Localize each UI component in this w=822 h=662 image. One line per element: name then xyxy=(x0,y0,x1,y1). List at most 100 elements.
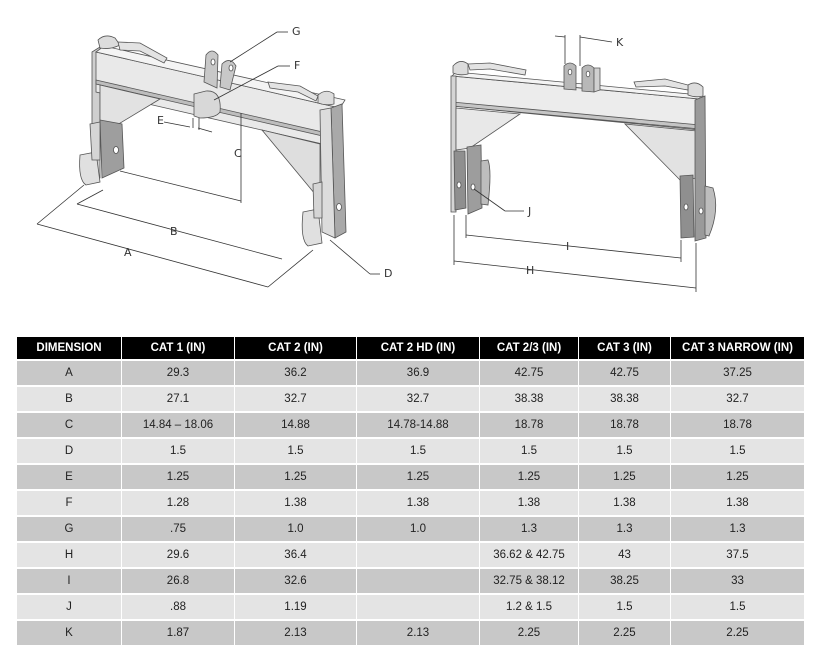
header-cat2: CAT 2 (IN) xyxy=(235,337,356,359)
table-row: E 1.25 1.25 1.25 1.25 1.25 1.25 xyxy=(17,465,804,489)
cell-value: 14.84 – 18.06 xyxy=(122,413,234,437)
header-cat1: CAT 1 (IN) xyxy=(122,337,234,359)
cell-dimension: K xyxy=(17,621,121,645)
cell-value: 1.0 xyxy=(235,517,356,541)
header-cat2-hd: CAT 2 HD (IN) xyxy=(357,337,479,359)
cell-value: 1.0 xyxy=(357,517,479,541)
cell-value: 1.5 xyxy=(579,439,670,463)
cell-value: 1.25 xyxy=(480,465,578,489)
dimension-label-g: G xyxy=(292,25,301,38)
cell-value: 37.5 xyxy=(671,543,804,567)
cell-value: 32.7 xyxy=(671,387,804,411)
header-dimension: DIMENSION xyxy=(17,337,121,359)
cell-value: 1.25 xyxy=(579,465,670,489)
cell-value: 2.25 xyxy=(671,621,804,645)
dimension-label-j: J xyxy=(527,205,531,218)
cell-value: 1.3 xyxy=(579,517,670,541)
cell-dimension: G xyxy=(17,517,121,541)
header-cat2-3: CAT 2/3 (IN) xyxy=(480,337,578,359)
table-row: B 27.1 32.7 32.7 38.38 38.38 32.7 xyxy=(17,387,804,411)
table-row: K 1.87 2.13 2.13 2.25 2.25 2.25 xyxy=(17,621,804,645)
cell-value: 1.25 xyxy=(235,465,356,489)
cell-value: 1.87 xyxy=(122,621,234,645)
cell-value: 42.75 xyxy=(480,361,578,385)
dimension-label-k: K xyxy=(616,36,624,49)
cell-value: 32.7 xyxy=(357,387,479,411)
cell-dimension: B xyxy=(17,387,121,411)
table-row: F 1.28 1.38 1.38 1.38 1.38 1.38 xyxy=(17,491,804,515)
cell-value: 1.38 xyxy=(480,491,578,515)
cell-value: 1.38 xyxy=(671,491,804,515)
cell-value: 38.38 xyxy=(579,387,670,411)
cell-value: 26.8 xyxy=(122,569,234,593)
dimension-label-i: I xyxy=(566,240,569,253)
dimension-label-f: F xyxy=(294,59,300,72)
cell-value: 1.3 xyxy=(480,517,578,541)
cell-value: 1.38 xyxy=(579,491,670,515)
table-row: J .88 1.19 1.2 & 1.5 1.5 1.5 xyxy=(17,595,804,619)
cell-value: 1.5 xyxy=(122,439,234,463)
cell-value: 1.19 xyxy=(235,595,356,619)
table-header-row: DIMENSION CAT 1 (IN) CAT 2 (IN) CAT 2 HD… xyxy=(17,337,804,359)
cell-value: 14.78-14.88 xyxy=(357,413,479,437)
cell-value: 29.6 xyxy=(122,543,234,567)
dimension-label-a: A xyxy=(124,246,132,259)
right-dimension-lines xyxy=(453,35,697,292)
cell-value: 38.25 xyxy=(579,569,670,593)
cell-value: 29.3 xyxy=(122,361,234,385)
cell-dimension: A xyxy=(17,361,121,385)
dimension-label-b: B xyxy=(170,225,178,238)
cell-value: 18.78 xyxy=(579,413,670,437)
cell-value: 1.5 xyxy=(235,439,356,463)
cell-value: 1.38 xyxy=(357,491,479,515)
cell-value: 1.5 xyxy=(357,439,479,463)
left-hitch-view xyxy=(79,35,347,247)
header-cat3: CAT 3 (IN) xyxy=(579,337,670,359)
cell-value: 1.2 & 1.5 xyxy=(480,595,578,619)
cell-value: 36.9 xyxy=(357,361,479,385)
cell-value: 18.78 xyxy=(671,413,804,437)
cell-value: 43 xyxy=(579,543,670,567)
cell-dimension: E xyxy=(17,465,121,489)
cell-value: 33 xyxy=(671,569,804,593)
cell-value: 1.5 xyxy=(671,595,804,619)
cell-dimension: H xyxy=(17,543,121,567)
cell-value: 1.38 xyxy=(235,491,356,515)
dimension-label-c: C xyxy=(234,147,242,160)
cell-value xyxy=(357,595,479,619)
cell-value xyxy=(357,543,479,567)
cell-value: .88 xyxy=(122,595,234,619)
table-row: H 29.6 36.4 36.62 & 42.75 43 37.5 xyxy=(17,543,804,567)
dimension-label-e: E xyxy=(157,114,164,127)
table-row: I 26.8 32.6 32.75 & 38.12 38.25 33 xyxy=(17,569,804,593)
cell-value: 36.2 xyxy=(235,361,356,385)
right-hitch-view xyxy=(450,61,717,242)
left-dimension-lines xyxy=(36,31,380,288)
cell-value: 42.75 xyxy=(579,361,670,385)
quick-hitch-diagrams: A B C D E F G xyxy=(0,0,822,310)
cell-dimension: F xyxy=(17,491,121,515)
cell-value xyxy=(357,569,479,593)
cell-value: 14.88 xyxy=(235,413,356,437)
cell-dimension: C xyxy=(17,413,121,437)
cell-value: 1.25 xyxy=(357,465,479,489)
header-cat3-narrow: CAT 3 NARROW (IN) xyxy=(671,337,804,359)
cell-value: 1.25 xyxy=(671,465,804,489)
cell-dimension: J xyxy=(17,595,121,619)
cell-value: 1.3 xyxy=(671,517,804,541)
cell-value: 1.5 xyxy=(671,439,804,463)
cell-value: 2.13 xyxy=(235,621,356,645)
cell-value: 32.75 & 38.12 xyxy=(480,569,578,593)
dimension-label-h: H xyxy=(526,264,534,277)
dimension-spec-table: DIMENSION CAT 1 (IN) CAT 2 (IN) CAT 2 HD… xyxy=(16,335,805,647)
cell-value: .75 xyxy=(122,517,234,541)
cell-value: 2.13 xyxy=(357,621,479,645)
cell-value: 1.28 xyxy=(122,491,234,515)
cell-value: 38.38 xyxy=(480,387,578,411)
cell-value: 32.6 xyxy=(235,569,356,593)
cell-value: 36.62 & 42.75 xyxy=(480,543,578,567)
dimension-label-d: D xyxy=(384,267,392,280)
cell-value: 1.5 xyxy=(480,439,578,463)
cell-value: 27.1 xyxy=(122,387,234,411)
table-row: D 1.5 1.5 1.5 1.5 1.5 1.5 xyxy=(17,439,804,463)
